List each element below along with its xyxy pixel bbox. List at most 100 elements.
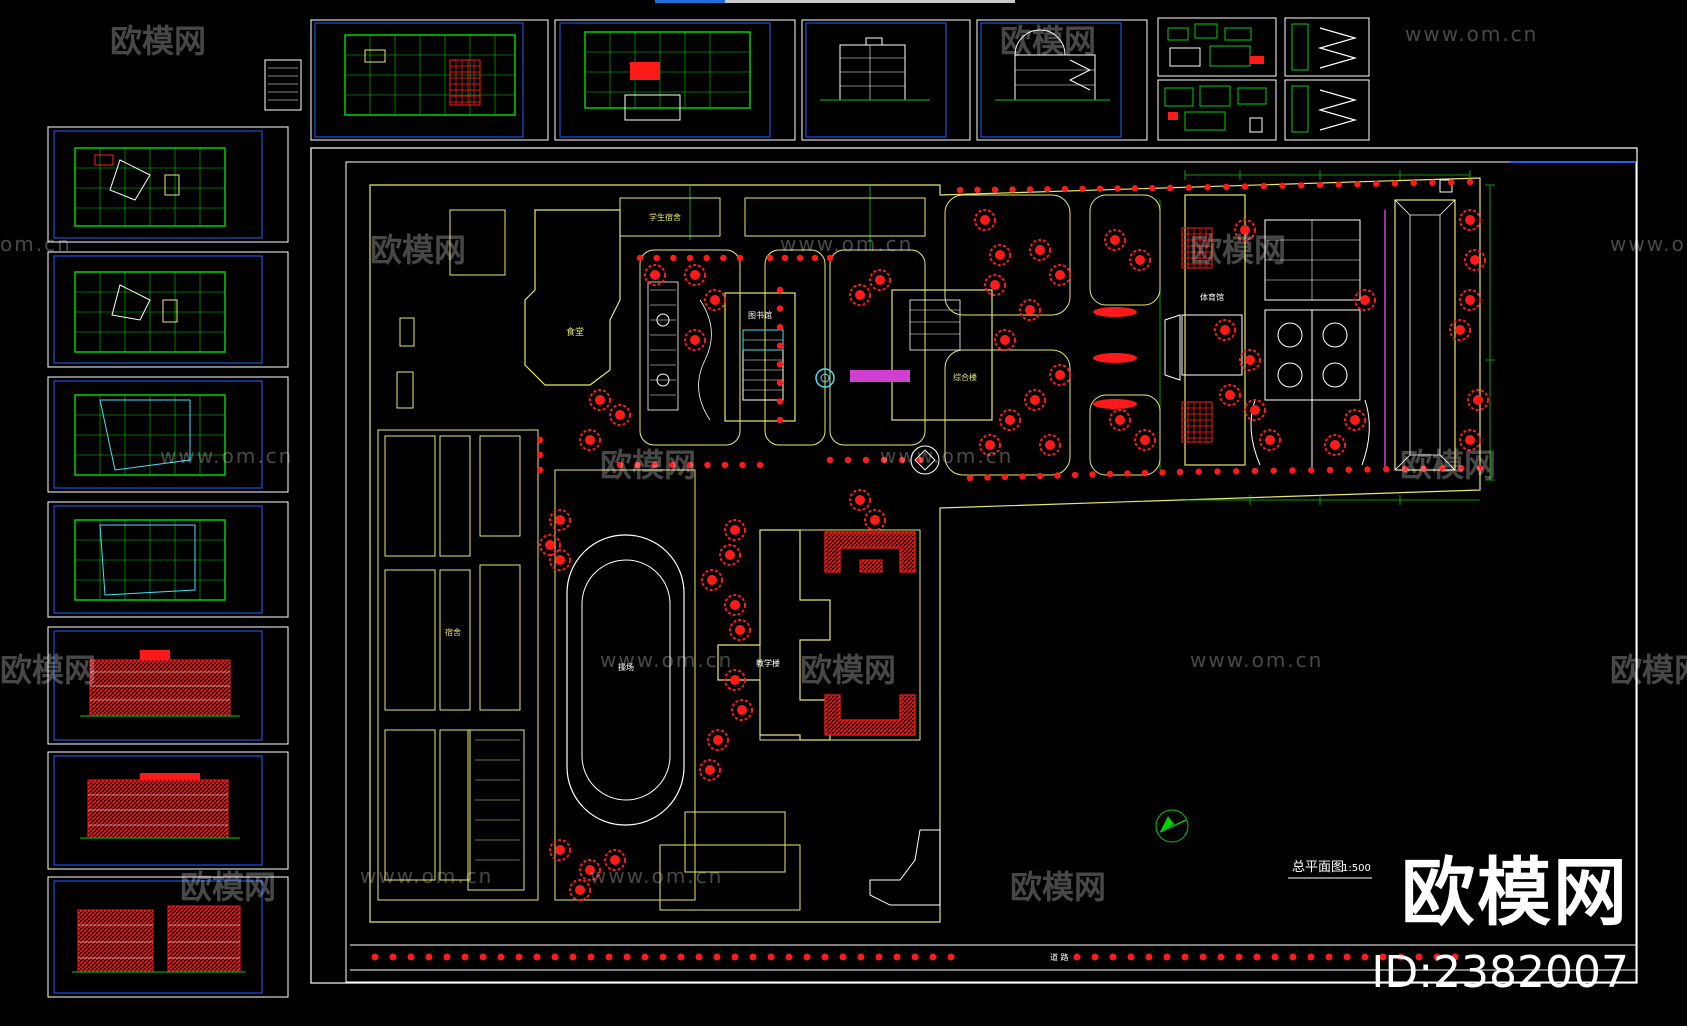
sheet-section-1[interactable] [801, 19, 971, 141]
tree-dot [1279, 182, 1286, 189]
tree-symbol [1324, 434, 1346, 456]
tree-dot [739, 461, 746, 469]
road-tree [641, 953, 649, 961]
tree-dot [756, 461, 764, 469]
sheet-stair-detail-2[interactable] [1284, 79, 1370, 141]
tree-symbol [1354, 289, 1376, 311]
tree-dot [1270, 467, 1277, 474]
road-tree [659, 953, 667, 961]
plaza-planter-north [824, 531, 916, 573]
tree-symbol [1244, 399, 1266, 421]
tree-symbol [609, 404, 631, 426]
tree-dot [1185, 184, 1192, 191]
sheet-section-2[interactable] [976, 19, 1148, 141]
sheet-elevation-3[interactable] [47, 876, 289, 998]
tree-symbol [1239, 349, 1261, 371]
road-tree [695, 953, 703, 961]
roadside-tree-row [371, 953, 1459, 961]
tree-dot [844, 456, 852, 464]
sheet-details-1[interactable] [1157, 17, 1277, 77]
tree-symbol [1019, 299, 1041, 321]
tree-dot [651, 461, 659, 469]
tree-symbol [1129, 249, 1151, 271]
sheet-floor-plan-3[interactable] [47, 376, 289, 493]
tree-dot [1476, 464, 1484, 472]
tree-dot [826, 456, 834, 464]
tree-symbol [1049, 264, 1071, 286]
tree-dot [1335, 181, 1342, 188]
tree-dot [1241, 183, 1249, 190]
canteen-building [524, 209, 621, 386]
tree-symbol [869, 269, 891, 291]
tree-symbol [707, 729, 729, 751]
tree-dot [1149, 184, 1156, 192]
tree-dot [1204, 184, 1211, 191]
site-plan-scale: 1:500 [1342, 863, 1371, 874]
tree-dot [1141, 469, 1149, 477]
road-tree [893, 953, 901, 961]
sheet-stair-detail-1[interactable] [1284, 17, 1370, 77]
sheet-thumbnails-left[interactable] [47, 126, 289, 998]
site-plan-sheet[interactable]: 食堂 学生宿舍 图书馆 综合楼 [310, 147, 1638, 984]
road-tree [1073, 953, 1081, 961]
tree-symbol [724, 594, 746, 616]
tree-symbol [729, 619, 751, 641]
road-tree [731, 953, 739, 961]
tree-dot [536, 451, 544, 459]
tree-dot [634, 461, 641, 469]
tree-dot [1159, 469, 1166, 476]
tree-dot [703, 254, 710, 262]
tree-dot [776, 416, 784, 424]
tree-symbol [1109, 409, 1131, 431]
road-tree [1379, 953, 1387, 961]
library-building [724, 292, 796, 422]
tree-dot [704, 461, 711, 469]
sheet-floor-plan-2[interactable] [47, 251, 289, 368]
tree-symbol [724, 669, 746, 691]
road-tree [1253, 953, 1261, 961]
tree-dot [1316, 181, 1324, 189]
sheet-roof-plan[interactable] [47, 501, 289, 618]
tree-dot [536, 466, 544, 474]
tree-dot [766, 254, 774, 262]
tree-symbol [1039, 434, 1061, 456]
admin-label: 综合楼 [953, 372, 977, 382]
plaza-planter-south [824, 694, 916, 736]
tree-dot [1308, 467, 1315, 474]
tree-dot [1466, 178, 1474, 186]
road-tree [479, 953, 487, 961]
tree-dot [862, 456, 870, 464]
road-tree [875, 953, 883, 961]
road-tree [533, 953, 541, 961]
tree-dot [776, 379, 784, 387]
canteen-label: 食堂 [566, 326, 584, 338]
sheet-details-2[interactable] [1157, 79, 1277, 141]
road-tree [371, 953, 379, 961]
tree-dot [984, 474, 991, 481]
sheet-elevation-1[interactable] [47, 626, 289, 745]
road-tree [587, 953, 595, 961]
sheet-ground-floor-plan[interactable] [310, 19, 549, 141]
tree-dot [616, 461, 624, 469]
tree-symbol [1049, 364, 1071, 386]
sheet-first-floor-plan[interactable] [554, 19, 796, 141]
tree-dot [811, 254, 819, 262]
tree-dot [1391, 180, 1399, 187]
tree-symbols [536, 178, 1489, 901]
sheet-legend[interactable] [264, 59, 302, 111]
sheet-elevation-2[interactable] [47, 751, 289, 870]
tree-dot [1289, 467, 1296, 474]
tree-symbol [684, 329, 706, 351]
tree-symbol [984, 274, 1006, 296]
sheet-thumbnails-top[interactable] [264, 17, 1370, 141]
sheet-floor-plan-1[interactable] [47, 126, 289, 243]
tree-dot [1001, 473, 1009, 481]
tree-dot [1448, 179, 1455, 186]
tree-symbol [579, 859, 601, 881]
tree-dot [1124, 470, 1131, 477]
tree-dot [670, 254, 677, 262]
tree-dot [536, 436, 544, 444]
tree-dot [826, 254, 834, 262]
tree-dot [796, 254, 804, 262]
